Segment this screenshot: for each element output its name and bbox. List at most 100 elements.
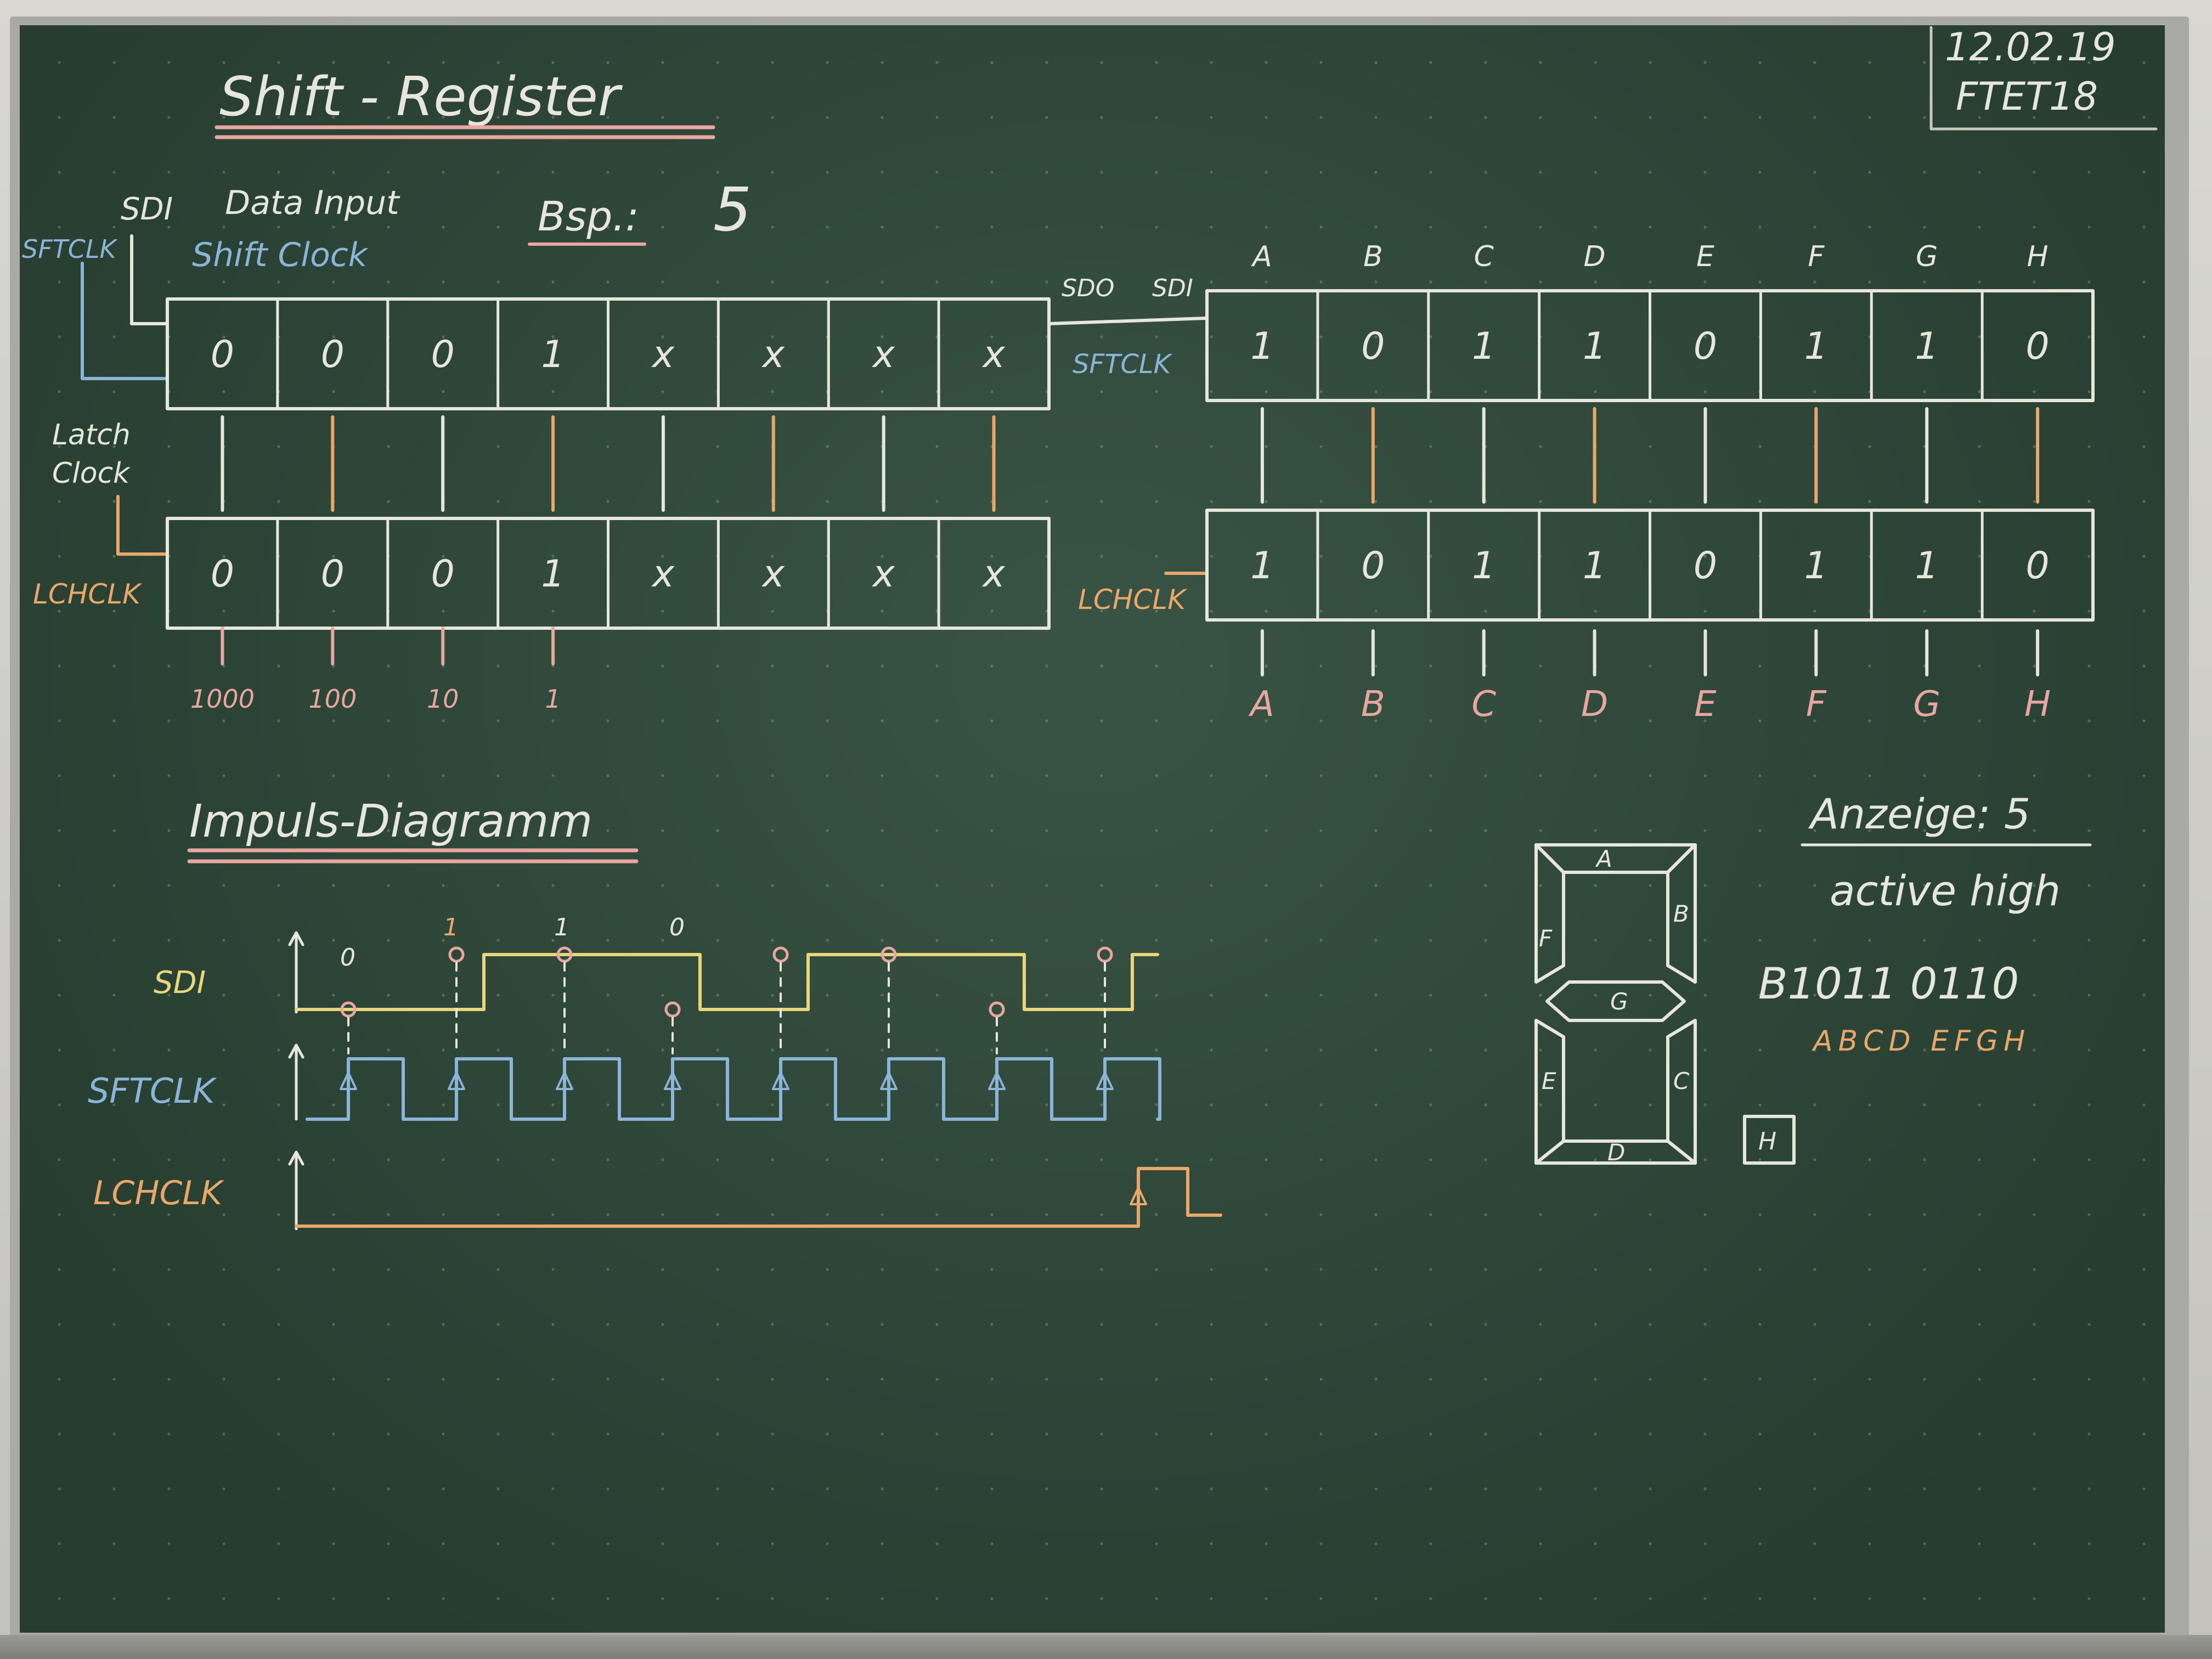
sample-point — [772, 946, 789, 963]
sftclk-label-left: SFTCLK — [22, 234, 119, 264]
column-header: E — [1696, 240, 1714, 273]
segment-g-label: G — [1610, 988, 1628, 1015]
sdi-input-line — [130, 234, 169, 325]
sdi-axis — [288, 931, 304, 1014]
page-title: Shift - Register — [219, 66, 623, 128]
column-header: C — [1474, 240, 1494, 273]
right-latch-cell: 1 — [1250, 544, 1274, 588]
sample-point — [1097, 946, 1113, 963]
segment-f — [1534, 843, 1565, 984]
sftclk-waveform — [306, 1057, 1161, 1121]
right-shift-cell: 1 — [1250, 325, 1274, 368]
right-shift-cell: 0 — [1694, 325, 1717, 368]
segment-d-label: D — [1607, 1139, 1625, 1166]
right-shift-cell: 1 — [1804, 325, 1828, 368]
sdi-signal-label: SDI — [154, 965, 206, 1001]
segment-g — [1545, 980, 1686, 1022]
right-latch-cell: 0 — [1361, 544, 1385, 588]
left-shift-cell: x — [872, 333, 895, 376]
column-header: A — [1251, 240, 1272, 273]
segment-output-label: H — [2024, 684, 2051, 725]
left-shift-cell: x — [651, 333, 675, 376]
sample-point — [448, 946, 465, 963]
lchclk-waveform — [295, 1167, 1222, 1228]
timing-diagram — [288, 931, 1222, 1231]
right-latch-cell: 0 — [1694, 544, 1717, 588]
left-shift-cell: 0 — [321, 333, 345, 376]
segment-dp-label: H — [1758, 1127, 1776, 1155]
data-input-label: Data Input — [225, 184, 400, 222]
bit-annotation-1: 1 — [443, 913, 459, 941]
example-value: 5 — [713, 174, 752, 245]
board-dot-grid — [20, 25, 2165, 1633]
column-header: H — [2027, 240, 2049, 273]
left-shift-cell: 1 — [541, 333, 565, 376]
display-subtitle: active high — [1830, 866, 2061, 915]
segment-dp-box — [1743, 1115, 1796, 1165]
column-header: B — [1363, 240, 1383, 273]
segment-e-label: E — [1542, 1068, 1556, 1094]
left-latch-cell: x — [651, 552, 675, 596]
right-latch-cell: 1 — [1472, 544, 1496, 588]
bit-weight-label: 10 — [427, 684, 459, 714]
segment-output-label: E — [1694, 684, 1717, 725]
segment-output-label: A — [1248, 684, 1274, 725]
left-latch-cell: 1 — [541, 552, 565, 596]
sftclk-signal-label: SFTCLK — [88, 1071, 217, 1111]
right-shift-cell: 0 — [1361, 325, 1385, 368]
timing-title-underline — [187, 848, 639, 864]
bit-annotation-2: 1 — [554, 913, 569, 941]
lchclk-label-right: LCHCLK — [1078, 584, 1188, 616]
right-latch-cell: 1 — [1583, 544, 1606, 588]
right-shift-cell: 1 — [1915, 325, 1939, 368]
segment-output-label: F — [1806, 684, 1827, 725]
segment-output-label: B — [1361, 684, 1385, 725]
sdo-sdi-link — [1047, 317, 1209, 325]
sample-point — [989, 1001, 1005, 1018]
segment-b — [1666, 843, 1697, 984]
segment-b-label: B — [1673, 900, 1689, 927]
sample-point — [881, 946, 897, 963]
segment-output-label: G — [1913, 684, 1940, 725]
example-label: Bsp.: — [538, 193, 639, 240]
left-latch-cell: x — [872, 552, 895, 596]
display-title: Anzeige: 5 — [1808, 789, 2030, 838]
left-latch-cell: x — [761, 552, 785, 596]
right-shift-cell: 1 — [1583, 325, 1606, 368]
seven-segment-display — [1534, 843, 1796, 1165]
right-latch-cell: 0 — [2025, 544, 2049, 588]
segment-f-label: F — [1539, 925, 1553, 952]
sdi-label-right: SDI — [1152, 274, 1193, 302]
sample-point — [664, 1001, 681, 1018]
sftclk-label-right: SFTCLK — [1073, 349, 1173, 380]
latch-label-1: Latch — [52, 419, 131, 452]
left-latch-cell: x — [981, 552, 1005, 596]
lchclk-label-left: LCHCLK — [33, 578, 143, 610]
shift-clock-label: Shift Clock — [192, 236, 369, 274]
column-header: F — [1808, 240, 1825, 273]
latch-clock-line — [116, 495, 169, 556]
sdo-label: SDO — [1062, 274, 1114, 302]
class-code: FTET18 — [1956, 74, 2098, 119]
segment-a-label: A — [1595, 845, 1612, 872]
bit-annotation-0: 0 — [340, 944, 356, 972]
sftclk-axis — [288, 1043, 304, 1121]
bit-weight-label: 1000 — [190, 684, 255, 714]
sdi-waveform — [295, 953, 1159, 1011]
chalkboard — [20, 25, 2165, 1633]
lchclk-axis — [288, 1150, 304, 1231]
left-shift-cell: x — [761, 333, 785, 376]
left-latch-cell: 0 — [431, 552, 455, 596]
segment-output-label: C — [1471, 684, 1496, 725]
column-header: G — [1916, 240, 1938, 273]
left-latch-cell: 0 — [211, 552, 234, 596]
latch-label-2: Clock — [52, 457, 131, 490]
lchclk-signal-label: LCHCLK — [93, 1174, 225, 1212]
column-header: D — [1584, 240, 1606, 273]
bit-weight-label: 100 — [308, 684, 357, 714]
right-shift-cell: 1 — [1472, 325, 1496, 368]
date-text: 12.02.19 — [1945, 25, 2116, 70]
segment-e — [1534, 1019, 1565, 1165]
right-shift-cell: 0 — [2025, 325, 2049, 368]
